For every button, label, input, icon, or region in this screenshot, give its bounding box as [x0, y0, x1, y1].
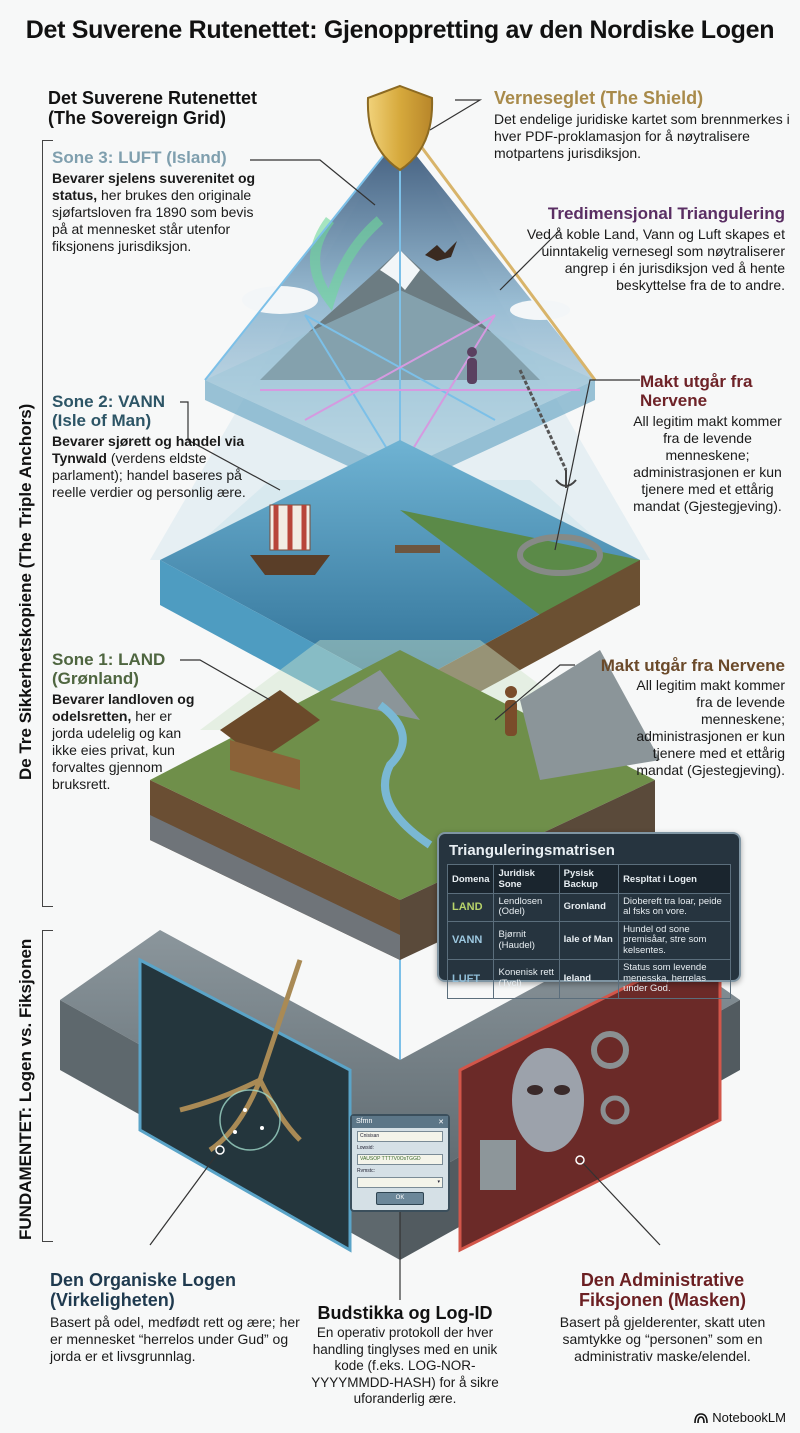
- grid-heading: Det Suverene Rutenettet (The Sovereign G…: [48, 88, 257, 128]
- matrix-backup: Iale of Man: [558, 920, 620, 961]
- zone-3-luft: Sone 3: LUFT (Island) Bevarer sjelens su…: [52, 148, 257, 255]
- matrix-row: LAND Lendlosen (Odel) Gronland Diobereft…: [446, 893, 731, 922]
- page-title: Det Suverene Rutenettet: Gjenoppretting …: [25, 16, 775, 44]
- matrix-domain: LAND: [446, 893, 495, 922]
- dialog-label-2: Lowsid:: [357, 1145, 374, 1151]
- zone-3-body: her brukes den originale sjøfartsloven f…: [52, 187, 254, 255]
- dialog-field-1[interactable]: Cnisisan: [357, 1131, 443, 1142]
- matrix-result: Hundel od sone premisåar, stre som kelse…: [618, 920, 731, 961]
- matrix-backup: Gronland: [558, 893, 620, 922]
- dialog-label-3: Rvmstc:: [357, 1168, 376, 1174]
- budstikka-callout: Budstikka og Log-ID En operativ protokol…: [305, 1303, 505, 1408]
- matrix-domain: LUFT: [446, 959, 495, 999]
- power-upper-body: All legitim makt kommer fra de levende m…: [633, 413, 782, 515]
- matrix-backup: Ieland: [558, 959, 620, 999]
- grid-heading-line1: Det Suverene Rutenettet: [48, 88, 258, 108]
- matrix-row: LUFT Konenisk rett (Tycl) Ieland Status …: [446, 959, 731, 999]
- chevron-down-icon: ▾: [437, 1179, 440, 1185]
- shield-title: Verneseglet (The Shield): [494, 88, 704, 108]
- shield-icon: [366, 84, 434, 172]
- zone-2-title: Sone 2: VANN (Isle of Man): [52, 392, 166, 431]
- log-id-dialog: Sfmn ✕ Cnisisan Lowsid: VAUSOP TTT7V0OsTG…: [350, 1114, 450, 1212]
- foundation-side-label: FUNDAMENTET: Logen vs. Fiksjonen: [16, 938, 35, 1240]
- zone-3-bold: Bevarer sjelens suverenitet og status,: [52, 170, 256, 204]
- brand-logo: NotebookLM: [694, 1410, 786, 1425]
- power-lower-body: All legitim makt kommer fra de levende m…: [636, 677, 785, 779]
- triangulation-title: Tredimensjonal Triangulering: [547, 204, 785, 223]
- zone-1-land: Sone 1: LAND (Grønland) Bevarer landlove…: [52, 650, 197, 794]
- zone-2-body: (verdens eldste parlament); handel baser…: [52, 450, 246, 501]
- power-callout-lower: Makt utgår fra Nervene All legitim makt …: [575, 656, 785, 780]
- zone-2-bold: Bevarer sjørett og handel via Tynwald: [52, 433, 245, 467]
- matrix-result: Diobereft tra loar, peide al fsks on vor…: [618, 893, 731, 922]
- dialog-title: Sfmn: [356, 1118, 373, 1125]
- organic-title: Den Organiske Logen (Virkeligheten): [50, 1270, 237, 1311]
- triangulation-body: Ved å koble Land, Vann og Luft skapes et…: [526, 226, 785, 294]
- anchors-side-label: De Tre Sikkerhetskopiene (The Triple Anc…: [16, 403, 35, 780]
- zone-1-title: Sone 1: LAND (Grønland): [52, 650, 166, 689]
- triangulation-callout: Tredimensjonal Triangulering Ved å koble…: [515, 204, 785, 294]
- matrix-zone: Lendlosen (Odel): [493, 893, 560, 922]
- triangulation-matrix: Trianguleringsmatrisen Domena Juridisk S…: [437, 832, 741, 999]
- foundation-bracket: [42, 930, 53, 1242]
- matrix-zone: Bjørnit (Haudel): [493, 920, 560, 961]
- matrix-header: Respltat i Logen: [618, 864, 731, 894]
- zone-1-bold: Bevarer landloven og odelsretten,: [52, 691, 195, 725]
- admin-title: Den Administrative Fiksjonen (Masken): [578, 1270, 747, 1311]
- matrix-zone: Konenisk rett (Tycl): [493, 959, 560, 999]
- shield-body: Det endelige juridiske kartet som brennm…: [494, 111, 790, 162]
- shield-callout: Verneseglet (The Shield) Det endelige ju…: [494, 88, 794, 162]
- power-lower-title: Makt utgår fra Nervene: [600, 656, 785, 675]
- dialog-field-2[interactable]: VAUSOP TTT7V0OsTGGD: [357, 1154, 443, 1165]
- budstikka-title: Budstikka og Log-ID: [317, 1303, 493, 1323]
- zone-1-body: her er jorda udelelig og kan ikke eies p…: [52, 708, 182, 793]
- dialog-ok-button[interactable]: OK: [376, 1192, 424, 1205]
- brand-name: NotebookLM: [712, 1410, 786, 1425]
- power-callout-upper: Makt utgår fra Nervene All legitim makt …: [633, 372, 790, 516]
- organic-callout: Den Organiske Logen (Virkeligheten) Base…: [50, 1270, 305, 1366]
- matrix-row: VANN Bjørnit (Haudel) Iale of Man Hundel…: [446, 920, 731, 961]
- admin-callout: Den Administrative Fiksjonen (Masken) Ba…: [545, 1270, 780, 1366]
- matrix-table: Domena Juridisk Sone Pysisk Backup Respl…: [446, 864, 731, 999]
- matrix-header: Domena: [446, 864, 495, 894]
- close-icon[interactable]: ✕: [438, 1119, 444, 1126]
- admin-body: Basert på gjelderenter, skatt uten samty…: [559, 1314, 766, 1365]
- dialog-select[interactable]: ▾: [357, 1177, 443, 1188]
- matrix-title: Trianguleringsmatrisen: [449, 842, 615, 859]
- notebooklm-icon: [694, 1412, 709, 1423]
- anchors-bracket: [42, 140, 53, 907]
- zone-3-title: Sone 3: LUFT (Island): [52, 148, 227, 167]
- matrix-domain: VANN: [446, 920, 495, 961]
- grid-heading-line2: (The Sovereign Grid): [48, 108, 227, 129]
- zone-2-vann: Sone 2: VANN (Isle of Man) Bevarer sjøre…: [52, 392, 252, 501]
- matrix-result: Status som levende menesska, herrelas un…: [618, 959, 731, 999]
- budstikka-body: En operativ protokoll der hver handling …: [311, 1325, 499, 1407]
- matrix-header: Pysisk Backup: [558, 864, 620, 894]
- power-upper-title: Makt utgår fra Nervene: [640, 372, 753, 411]
- matrix-header: Juridisk Sone: [493, 864, 560, 894]
- organic-body: Basert på odel, medfødt rett og ære; her…: [50, 1314, 300, 1365]
